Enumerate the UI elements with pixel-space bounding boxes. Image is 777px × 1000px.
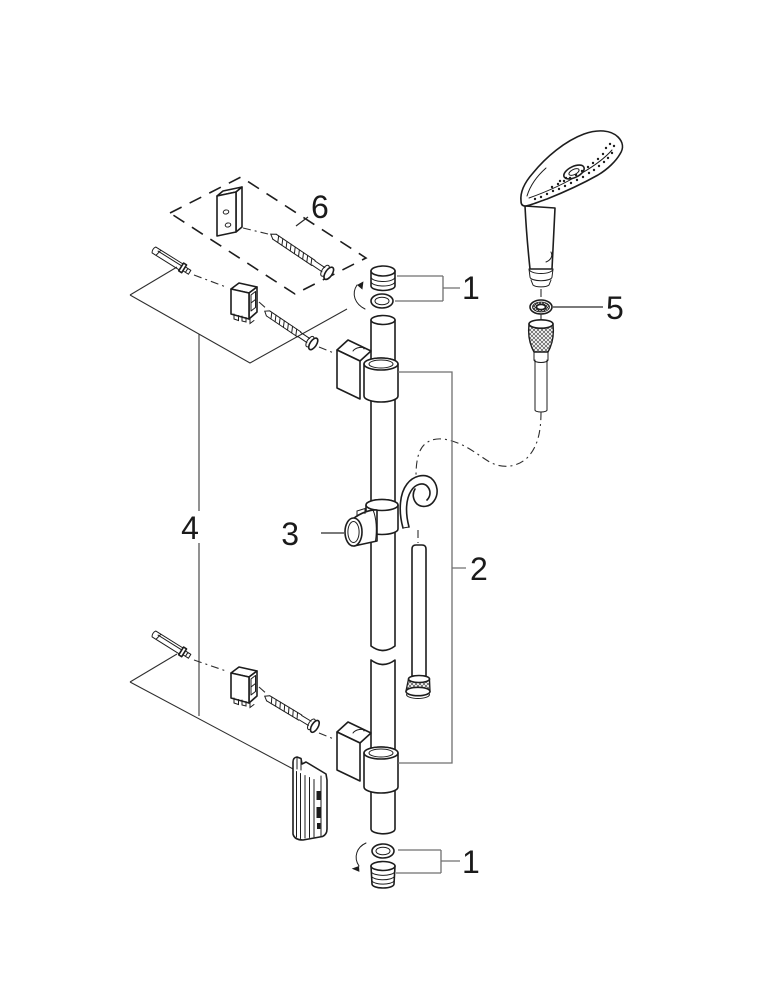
rib-cover — [292, 756, 328, 841]
screw-lower — [263, 695, 321, 734]
hose-lower-tube — [411, 544, 427, 677]
axis-upper-2 — [258, 301, 269, 311]
plate-hole-bottom — [224, 222, 232, 228]
rail-bottom-cap-group — [351, 842, 396, 889]
wall-plug-upper — [151, 246, 192, 275]
callout-label-1-bottom: 1 — [462, 844, 480, 880]
wall-bracket-clip-upper — [230, 282, 258, 325]
axis-plate-screw — [242, 227, 269, 235]
callout-label-6: 6 — [311, 189, 329, 225]
fixing-plate-group — [168, 176, 368, 295]
fixing-plate — [216, 186, 243, 237]
rotate-arrow-top — [353, 281, 366, 310]
axis-lower-3 — [318, 732, 335, 740]
spray-face-boss — [563, 164, 585, 180]
hose-nut-upper — [527, 318, 555, 363]
shower-handle — [524, 205, 556, 288]
callout-bracket-1-bottom — [396, 849, 460, 874]
cover-slot-3 — [317, 823, 321, 829]
upper-mounting-hardware — [151, 246, 319, 351]
callout-label-2: 2 — [470, 551, 488, 587]
o-ring-bottom — [371, 843, 395, 859]
plate-hole-top — [222, 209, 230, 215]
callout-label-1-top: 1 — [462, 270, 480, 306]
callouts: 1 1 2 3 4 5 6 — [181, 189, 624, 880]
hose-nut-lower — [405, 674, 431, 699]
rail-bracket-upper — [336, 339, 399, 403]
lower-plane-edge-bottom — [129, 681, 296, 771]
axis-lower-1 — [193, 659, 227, 672]
axis-upper-1 — [193, 274, 227, 288]
hose-upper-tube — [534, 359, 548, 413]
callout-label-3: 3 — [281, 516, 299, 552]
axis-lower-2 — [258, 686, 269, 696]
o-ring-top-inner — [374, 296, 390, 306]
screw-upper — [264, 310, 319, 351]
hand-shower — [520, 130, 624, 288]
axis-upper-3 — [318, 346, 335, 354]
shower-hose — [405, 318, 555, 699]
o-ring-top — [370, 293, 394, 309]
shower-head — [520, 130, 624, 207]
callout-leader-6 — [295, 216, 309, 227]
handle-logo-mark — [545, 251, 553, 263]
callout-bracket-1-top — [395, 275, 460, 302]
wall-plug-lower — [151, 630, 192, 659]
construction-lines — [129, 227, 348, 771]
cover-slot-2 — [316, 807, 321, 818]
o-ring-bottom-inner — [375, 846, 391, 856]
callout-label-4: 4 — [181, 510, 199, 546]
glide-knob — [344, 507, 378, 547]
upper-plane-edge-bottom — [129, 294, 348, 364]
holder-hook — [399, 474, 438, 529]
wall-bracket-clip-lower — [230, 666, 258, 709]
glide-element — [344, 474, 438, 547]
lower-plane-edge-left — [129, 653, 178, 683]
filter-washer — [529, 289, 553, 320]
rail-bracket-lower — [336, 721, 399, 794]
spray-nozzles — [533, 142, 616, 201]
callout-label-5: 5 — [606, 290, 624, 326]
lower-mounting-hardware — [151, 630, 328, 841]
upper-plane-edge-left — [129, 266, 178, 296]
hose-hidden-curve — [415, 411, 542, 477]
dashed-plane — [168, 176, 368, 295]
long-screw — [270, 233, 335, 281]
callout-bracket-2 — [398, 371, 466, 764]
rotate-arrow-bottom — [351, 842, 367, 872]
cover-slot-1 — [316, 791, 321, 800]
rail-top-cap-group — [353, 265, 396, 310]
